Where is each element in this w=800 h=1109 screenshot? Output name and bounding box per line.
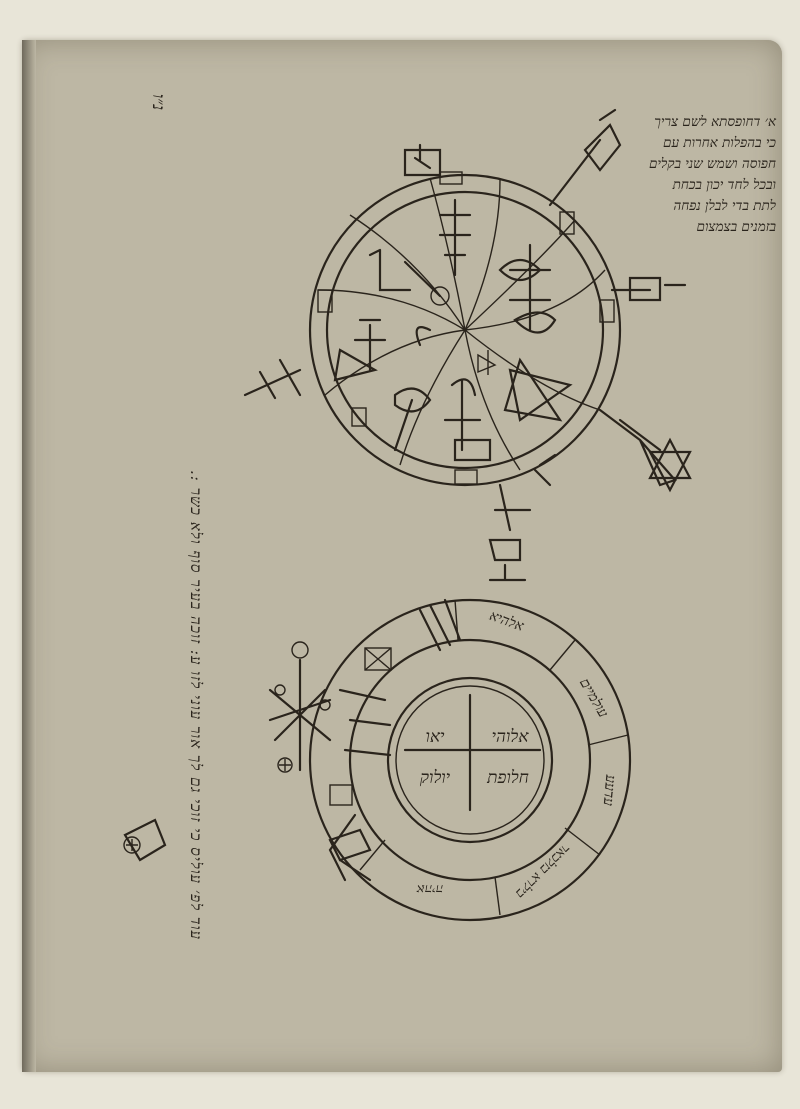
ring-segment-1: אלהיא <box>487 608 526 635</box>
talisman-figure-icon <box>123 641 372 882</box>
text-line: לתת בדי לבלן נפחה <box>673 198 776 214</box>
lower-seal-icon <box>308 598 632 922</box>
ring-segment-5: אהיה <box>416 881 444 896</box>
manuscript-leaf <box>22 40 782 1072</box>
upper-seal-icon <box>243 108 687 582</box>
hebrew-text-block: א׳ דחופסתא לשם צריך כי בהפלות אחרות עם ח… <box>628 112 776 238</box>
binding-shadow <box>22 40 36 1072</box>
text-line: חפוסה ושמש שני בקלים <box>648 156 776 172</box>
ring-segment-4: בילרא בזלכאר <box>512 840 573 901</box>
text-line: א׳ דחופסתא לשם צריך <box>654 114 776 130</box>
star-of-david-icon <box>648 437 692 493</box>
inner-quadrant-2: יאו <box>425 727 445 747</box>
text-line: בזמנים בצמצום <box>696 219 776 235</box>
ring-segment-3: עדעע <box>600 773 619 806</box>
text-line: ובכל לחד יכון בכחת <box>672 177 776 193</box>
inner-quadrant-3: יולוק <box>420 768 451 788</box>
inner-quadrant-4: חלופת <box>486 768 529 788</box>
text-line: כי בהפלות אחרות עם <box>663 135 776 151</box>
inner-quadrant-1: אלוהי <box>492 727 530 747</box>
